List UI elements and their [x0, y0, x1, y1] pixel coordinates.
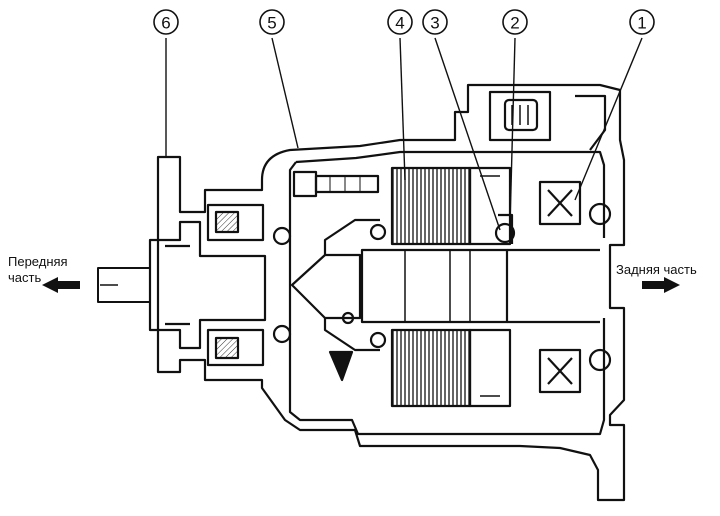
front-flange — [148, 220, 267, 350]
rear-arrow-icon — [642, 277, 680, 293]
callout-3-text: 3 — [430, 14, 439, 33]
front-seal-lower — [206, 328, 265, 367]
rear-label: Задняя часть — [616, 262, 697, 277]
hub-cone — [290, 253, 362, 320]
front-label-line1: Передняя — [8, 254, 68, 269]
leader-3 — [434, 37, 501, 231]
rear-coil-lower — [538, 348, 582, 394]
leader-2 — [509, 37, 516, 226]
leader-4 — [399, 37, 406, 181]
front-arrow-icon — [42, 277, 80, 293]
shaft — [97, 267, 151, 303]
front-label-line2: часть — [8, 270, 42, 285]
rotor-core — [360, 248, 509, 324]
callout-5 — [259, 9, 285, 35]
callout-3 — [422, 9, 448, 35]
callout-markers — [153, 9, 655, 35]
callout-1 — [629, 9, 655, 35]
callout-1-text: 1 — [637, 14, 646, 33]
leader-1 — [574, 37, 643, 201]
callout-2-text: 2 — [510, 14, 519, 33]
callout-2 — [502, 9, 528, 35]
callout-4 — [387, 9, 413, 35]
sensor-element — [494, 222, 516, 244]
stator-winding-upper — [390, 166, 472, 246]
stator-winding-lower — [390, 328, 472, 408]
callout-5-text: 5 — [267, 14, 276, 33]
callout-4-text: 4 — [395, 14, 404, 33]
callout-6 — [153, 9, 179, 35]
callout-6-text: 6 — [161, 14, 170, 33]
housing-outline — [156, 83, 626, 502]
bolt-head — [292, 170, 318, 198]
rear-coil-upper — [538, 180, 582, 226]
front-seal-upper — [206, 203, 265, 242]
connector-housing — [488, 90, 552, 142]
leader-5 — [271, 37, 299, 149]
